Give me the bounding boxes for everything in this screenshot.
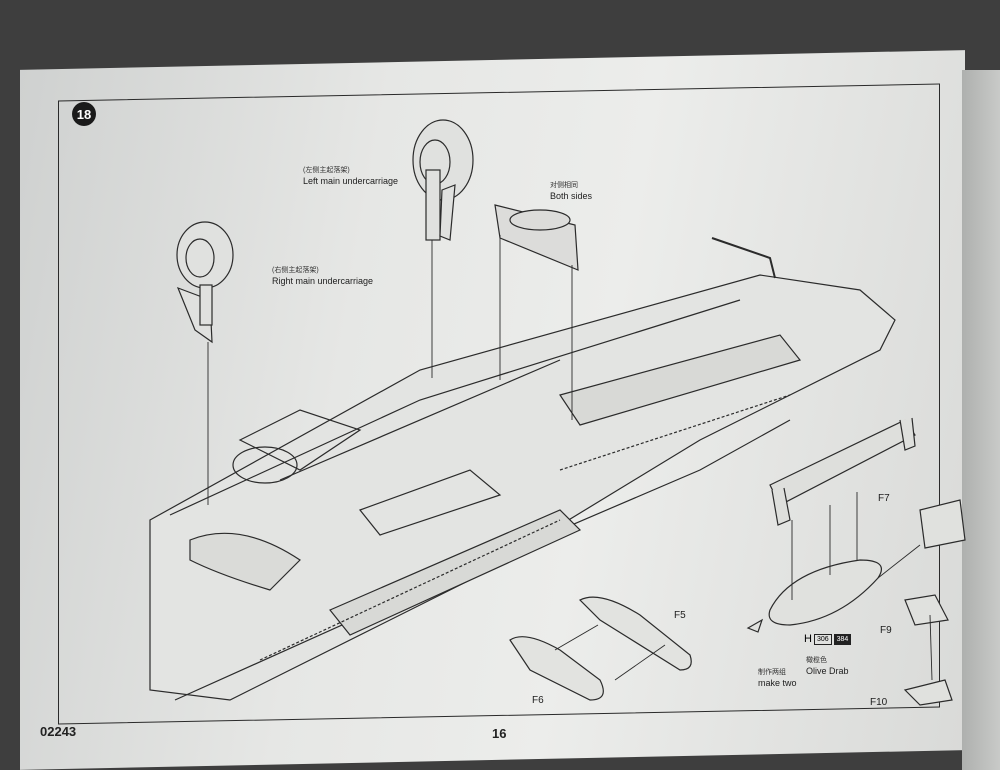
make-two-label: 制作两组 make two <box>758 667 797 689</box>
gear-bay <box>238 409 362 471</box>
both-sides-part <box>494 204 579 271</box>
drop-tank <box>746 559 882 633</box>
wing-pylon-tank <box>189 532 301 591</box>
right-undercarriage-label-en: Right main undercarriage <box>272 276 374 286</box>
f7-rack <box>769 417 916 526</box>
pitot-antenna <box>711 237 776 279</box>
part-f5-label: F5 <box>674 610 686 621</box>
right-undercarriage-label: (右侧主起落架) Right main undercarriage <box>272 265 373 287</box>
left-undercarriage-label: (左侧主起落架) Left main undercarriage <box>303 165 398 187</box>
right-main-undercarriage <box>176 221 234 344</box>
both-sides-label-en: Both sides <box>550 191 593 201</box>
f9-f10-parts <box>903 499 966 706</box>
paint-code-2: 384 <box>833 633 852 645</box>
wing-assembly-drawing <box>149 119 966 706</box>
part-f7-label: F7 <box>878 493 890 504</box>
color-label: 橄榄色 Olive Drab <box>806 655 849 677</box>
part-f9-label: F9 <box>880 625 892 636</box>
step-number: 18 <box>72 102 96 126</box>
color-label-en: Olive Drab <box>806 666 849 676</box>
product-code: 02243 <box>40 724 77 739</box>
part-f10-label: F10 <box>870 697 888 708</box>
paint-code-1: 306 <box>813 633 832 645</box>
left-undercarriage-label-cn: (左侧主起落架) <box>303 167 350 174</box>
flap-panels <box>559 334 802 426</box>
left-undercarriage-label-en: Left main undercarriage <box>303 176 399 186</box>
make-two-label-cn: 制作两组 <box>758 669 786 676</box>
make-two-label-en: make two <box>758 678 797 688</box>
part-h-label: H <box>804 633 812 645</box>
left-main-undercarriage <box>412 119 474 241</box>
both-sides-label: 对侧相同 Both sides <box>550 180 592 202</box>
part-f6-label: F6 <box>532 695 544 706</box>
f5-f6-parts <box>509 596 692 701</box>
page-number: 16 <box>492 726 507 741</box>
color-label-cn: 橄榄色 <box>806 657 827 664</box>
paint-code-badge: H 306 384 <box>804 633 852 645</box>
both-sides-label-cn: 对侧相同 <box>550 182 578 189</box>
right-undercarriage-label-cn: (右侧主起落架) <box>272 267 319 274</box>
next-page-edge <box>962 70 1000 770</box>
